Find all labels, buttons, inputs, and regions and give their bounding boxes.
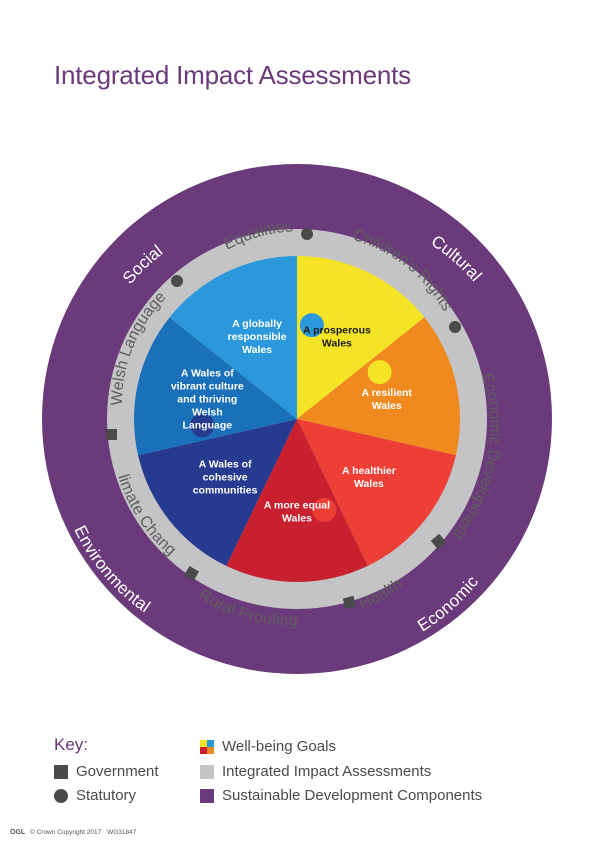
ogl-logo: OGL [10,829,26,836]
key-title: Key: [54,735,89,754]
footer: OGL © Crown Copyright 2017 WG31847 [10,829,136,836]
puzzle-knob-5 [202,360,227,385]
page-title: Integrated Impact Assessments [54,60,411,90]
statutory-marker-equalities [301,228,313,240]
copyright-text: © Crown Copyright 2017 [29,829,102,836]
goal-sector-2 [297,419,456,566]
key-wellbeing-goals-label: Well-being Goals [222,738,336,755]
impact-assessments-swatch-icon [200,764,214,779]
key-government-label: Government [76,763,159,780]
key-impact-assessments-label: Integrated Impact Assessments [222,763,432,780]
statutory-marker-welsh-language [171,275,183,287]
goal-sector-3 [226,419,368,582]
key-statutory-label: Statutory [76,787,137,804]
puzzle-knob-0 [367,360,392,385]
sustainable-development-swatch-icon [200,788,214,803]
puzzle-knob-2 [312,497,337,522]
government-marker-climate-change [106,429,117,440]
statutory-marker-childrens-rights [449,321,461,333]
goal-sector-1 [297,317,460,456]
puzzle-knob-4 [190,413,215,438]
key-statutory: Statutory [54,787,136,804]
government-marker-economic-development [430,533,447,550]
goal-sector-5 [134,317,297,456]
key-government: Government [54,763,159,780]
statutory-circle-icon [54,788,68,803]
puzzle-knob-3 [257,497,282,522]
goal-sector-0 [297,256,425,419]
key-sustainable-development: Sustainable Development Components [200,787,482,804]
goal-sector-6 [169,256,297,419]
government-square-icon [54,764,68,779]
government-marker-health [342,595,357,610]
key-sustainable-development-label: Sustainable Development Components [222,787,483,804]
puzzle-knob-1 [379,413,404,438]
document-code: WG31847 [107,829,137,836]
government-marker-rural-proofing [183,565,200,582]
puzzle-knob-6 [299,313,324,338]
wellbeing-goals-swatch-icon [200,739,214,754]
goal-sector-4 [138,419,297,566]
key-impact-assessments: Integrated Impact Assessments [200,763,431,780]
key-wellbeing-goals: Well-being Goals [200,738,336,755]
